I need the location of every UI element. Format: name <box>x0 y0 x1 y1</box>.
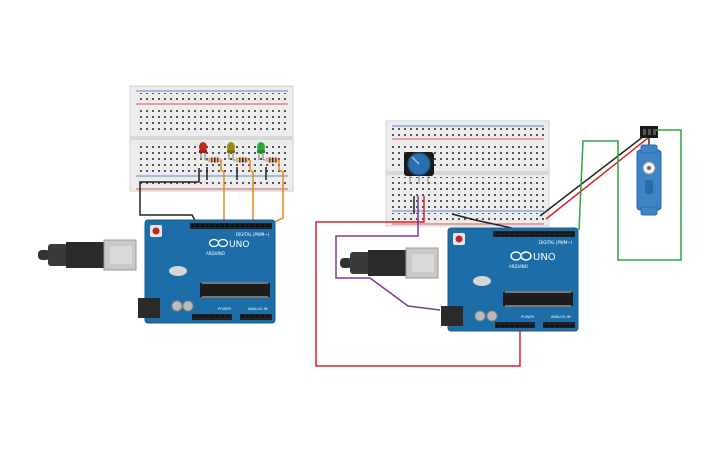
wire-orange <box>220 160 225 225</box>
wire-red-power <box>315 196 521 367</box>
arduino-logo <box>208 238 229 248</box>
power-jack[interactable] <box>441 306 463 326</box>
crystal <box>169 266 187 276</box>
wire-servo-red <box>545 137 649 220</box>
model-label: UNO <box>533 252 556 263</box>
breadboard-left[interactable] <box>129 85 294 192</box>
usb-cable[interactable] <box>340 247 439 279</box>
arduino-uno-left[interactable]: DIGITAL (PWM~) UNO ARDUINO POWER ANALOG … <box>38 219 276 324</box>
led-red[interactable] <box>199 142 207 160</box>
microcontroller-chip <box>200 283 270 297</box>
microcontroller-chip <box>503 292 573 306</box>
led-green[interactable] <box>257 142 265 160</box>
wire-orange <box>269 160 284 225</box>
analog-label: ANALOG IN <box>248 307 268 311</box>
wire-orange <box>249 160 254 225</box>
resistor[interactable] <box>233 157 250 163</box>
servo-circuit: DIGITAL (PWM~) UNO ARDUINO POWER ANALOG … <box>315 120 682 367</box>
power-label: POWER <box>218 307 232 311</box>
power-jack[interactable] <box>138 298 160 318</box>
wire-ground <box>139 168 200 223</box>
wire-green-signal <box>578 129 682 261</box>
potentiometer[interactable] <box>404 152 434 184</box>
arduino-uno-right[interactable]: DIGITAL (PWM~) UNO ARDUINO POWER ANALOG … <box>340 227 579 332</box>
brand-label: ARDUINO <box>509 264 528 269</box>
brand-label: ARDUINO <box>206 251 225 256</box>
arduino-logo <box>510 251 532 261</box>
digital-label: DIGITAL (PWM~) <box>236 232 270 237</box>
led-yellow[interactable] <box>227 142 235 160</box>
usb-cable[interactable] <box>38 239 137 271</box>
analog-label: ANALOG IN <box>551 315 571 319</box>
power-label: POWER <box>521 315 535 319</box>
model-label: UNO <box>229 240 249 250</box>
wires-right[interactable] <box>315 129 682 367</box>
wire-servo-black <box>539 135 645 217</box>
resistor[interactable] <box>263 157 280 163</box>
crystal <box>473 276 491 286</box>
wire-purple-signal <box>335 196 441 311</box>
wires-left[interactable] <box>139 160 284 225</box>
servo-motor[interactable] <box>636 126 662 216</box>
led-circuit: DIGITAL (PWM~) UNO ARDUINO POWER ANALOG … <box>38 85 294 324</box>
digital-label: DIGITAL (PWM~) <box>539 240 573 245</box>
resistor[interactable] <box>205 157 222 163</box>
